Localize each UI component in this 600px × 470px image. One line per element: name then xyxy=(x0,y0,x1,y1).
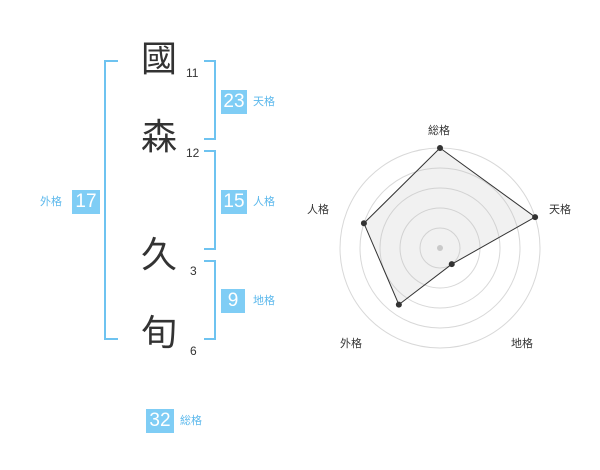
radar-point-1 xyxy=(437,145,443,151)
radar-axis-label-gaikaku: 外格 xyxy=(340,337,362,350)
radar-point-3 xyxy=(448,261,455,268)
stroke-count-4: 6 xyxy=(190,344,197,358)
radar-axis-label-chikaku: 地格 xyxy=(511,337,533,350)
radar-point-2 xyxy=(532,214,539,221)
radar-ring-1 xyxy=(419,227,461,269)
tenkaku-label: 天格 xyxy=(253,95,275,108)
soukaku-value: 32 xyxy=(146,409,174,433)
soukaku-label: 総格 xyxy=(180,414,202,427)
radar-point-4 xyxy=(395,301,402,308)
name-char-3: 久 xyxy=(141,235,178,276)
chikaku-label: 地格 xyxy=(253,294,275,307)
radar-axis-label-soukaku: 総格 xyxy=(428,124,450,137)
jinkaku-bracket xyxy=(204,150,216,250)
name-char-4: 旬 xyxy=(141,313,178,354)
radar-point-5 xyxy=(360,220,367,227)
stroke-count-1: 11 xyxy=(186,66,199,80)
stroke-count-2: 12 xyxy=(186,146,200,160)
radar-series-polygon xyxy=(363,147,537,306)
tenkaku-value: 23 xyxy=(221,90,247,114)
name-char-2: 森 xyxy=(141,117,178,158)
jinkaku-label: 人格 xyxy=(253,195,275,208)
radar-center-dot xyxy=(437,245,443,251)
radar-axis-label-tenkaku: 天格 xyxy=(549,203,571,216)
gaikaku-bracket xyxy=(104,60,118,340)
radar-axis-label-jinkaku: 人格 xyxy=(307,203,329,216)
chikaku-value: 9 xyxy=(221,289,245,313)
chikaku-bracket xyxy=(204,260,216,340)
gaikaku-value: 17 xyxy=(72,190,100,214)
jinkaku-value: 15 xyxy=(221,190,247,214)
name-char-1: 國 xyxy=(141,39,178,80)
radar-ring-3 xyxy=(379,187,501,309)
stroke-count-3: 3 xyxy=(190,264,197,278)
radar-ring-4 xyxy=(359,167,521,329)
gaikaku-label: 外格 xyxy=(40,195,62,208)
tenkaku-bracket xyxy=(204,60,216,140)
